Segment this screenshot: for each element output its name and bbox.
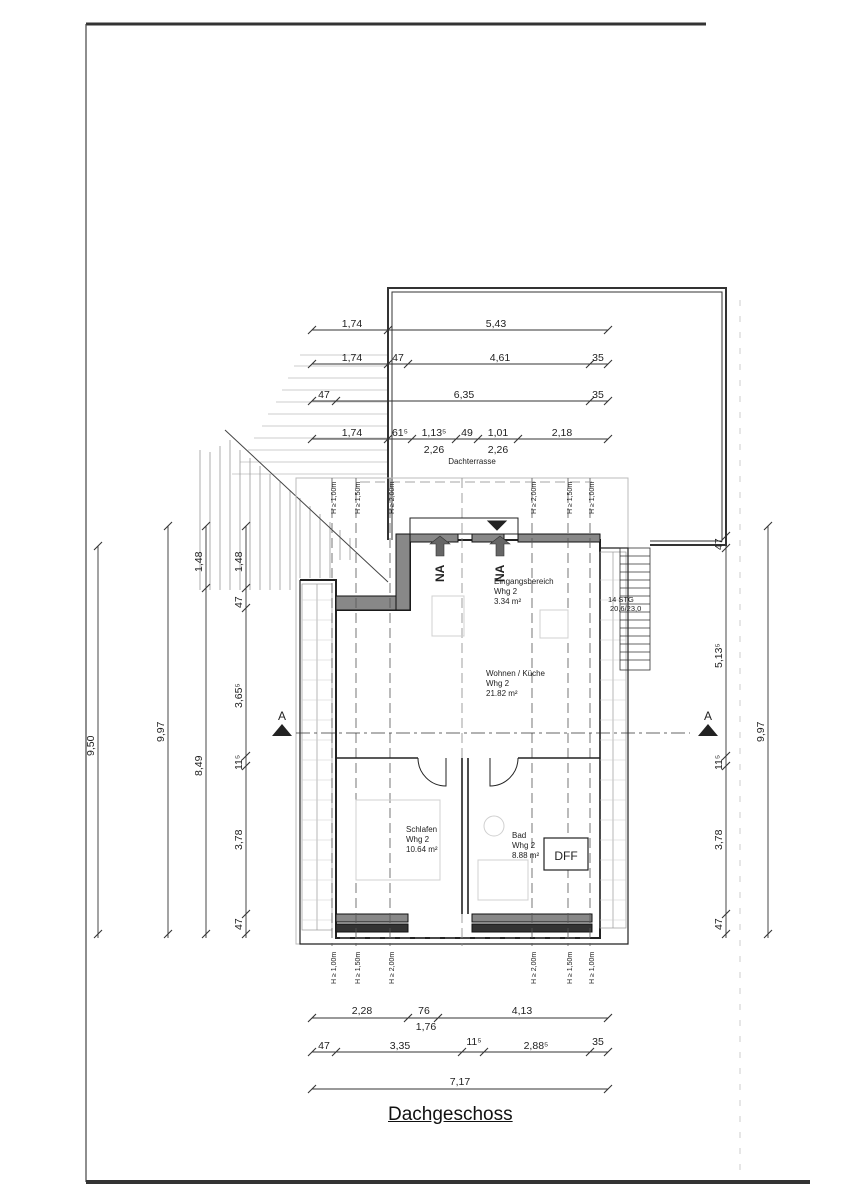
dim-left-a-1: 1,48 <box>193 551 205 572</box>
dff-box <box>543 837 589 871</box>
bottom-dimension-lines <box>312 1017 608 1090</box>
room-living-name: Wohnen / Küche <box>486 669 546 678</box>
stair-label-line2: 20,6/23,0 <box>610 604 641 613</box>
section-label-left: A <box>278 709 286 723</box>
room-living-unit: Whg 2 <box>486 679 510 688</box>
height-label-top-4: H ≥ 2,00m <box>531 482 538 514</box>
top-dimension-lines <box>312 329 608 440</box>
dim-bottom-r1-c: 4,13 <box>512 1005 533 1017</box>
dim-bottom-r1b-a: 1,76 <box>416 1021 437 1033</box>
dim-top-r3-c: 35 <box>592 389 604 401</box>
dim-top-r2-a: 1,74 <box>342 352 363 364</box>
top-dimension-ticks <box>307 325 613 444</box>
dim-top-r4-d: 49 <box>461 427 473 439</box>
dim-left-outer: 9,50 <box>85 735 97 756</box>
drawing-title: Dachgeschoss <box>388 1104 513 1125</box>
dim-top-r1-a: 1,74 <box>342 318 363 330</box>
roof-hatching <box>232 354 388 475</box>
room-entrance-area: 3.34 m² <box>494 597 521 606</box>
height-label-bottom-2: H ≥ 1,50m <box>355 952 362 984</box>
left-dimension-lines <box>97 526 247 938</box>
left-dimension-ticks <box>93 521 251 939</box>
dim-bottom-r2-e: 35 <box>592 1036 604 1048</box>
dim-top-r4-a: 1,74 <box>342 427 363 439</box>
na-label-right: NA <box>493 564 507 582</box>
room-bath-name: Bad <box>512 831 526 840</box>
dim-left-b-3: 3,65⁵ <box>233 683 245 708</box>
height-label-bottom-6: H ≥ 1,00m <box>589 952 596 984</box>
dff-label: DFF <box>554 849 577 863</box>
height-label-top-1: H ≥ 1,00m <box>331 482 338 514</box>
dim-left-b-1: 1,48 <box>233 551 245 572</box>
dim-right-1: 47 <box>713 538 725 550</box>
height-label-bottom-4: H ≥ 2,00m <box>531 952 538 984</box>
dim-top-r4b-b: 2,26 <box>488 444 509 456</box>
furniture-hints <box>355 595 569 901</box>
right-dimension-lines <box>725 526 769 938</box>
stair-label-line1: 14 STG <box>608 595 634 604</box>
height-label-top-5: H ≥ 1,50m <box>567 482 574 514</box>
dim-right-5: 47 <box>713 918 725 930</box>
terrace <box>387 287 727 546</box>
dim-bottom-r2-b: 3,35 <box>390 1040 411 1052</box>
dim-top-r4-f: 2,18 <box>552 427 573 439</box>
dim-left-a-2: 8,49 <box>193 755 205 776</box>
dim-bottom-r2-a: 47 <box>318 1040 330 1052</box>
section-line <box>272 724 718 736</box>
room-bedroom-unit: Whg 2 <box>406 835 430 844</box>
dim-top-r4-c: 1,13⁵ <box>422 427 447 439</box>
dim-left-b-4: 11⁵ <box>233 755 245 770</box>
dim-right-2: 5,13⁵ <box>713 643 725 668</box>
roof-hatching-vertical <box>199 429 389 590</box>
room-bedroom-area: 10.64 m² <box>406 845 438 854</box>
height-label-bottom-3: H ≥ 2,00m <box>389 952 396 984</box>
dim-top-r2-b: 47 <box>392 352 404 364</box>
dim-top-r2-d: 35 <box>592 352 604 364</box>
dim-top-r4b-a: 2,26 <box>424 444 445 456</box>
height-label-bottom-1: H ≥ 1,00m <box>331 952 338 984</box>
dim-bottom-r1-a: 2,28 <box>352 1005 373 1017</box>
dim-right-outer: 9,97 <box>755 721 767 742</box>
dim-bottom-r1-b: 76 <box>418 1005 430 1017</box>
height-label-top-3: H ≥ 2,00m <box>389 482 396 514</box>
dim-right-3: 11⁵ <box>713 755 725 770</box>
na-label-left: NA <box>433 564 447 582</box>
interior-walls <box>336 757 600 914</box>
dim-top-r1-b: 5,43 <box>486 318 507 330</box>
height-lines <box>331 478 592 946</box>
dim-left-b-5: 3,78 <box>233 829 245 850</box>
room-entrance-unit: Whg 2 <box>494 587 518 596</box>
terrace-label: Dachterrasse <box>448 457 496 466</box>
dim-top-r4-b: 61⁵ <box>392 427 408 439</box>
entrance-door <box>409 517 519 535</box>
dim-bottom-r2-c: 11⁵ <box>466 1036 481 1048</box>
dim-bottom-r2-d: 2,88⁵ <box>524 1040 549 1052</box>
dim-right-4: 3,78 <box>713 829 725 850</box>
bottom-dimension-ticks <box>307 1013 613 1094</box>
dim-top-r4-e: 1,01 <box>488 427 509 439</box>
room-bath-unit: Whg 2 <box>512 841 536 850</box>
dim-top-r3-b: 6,35 <box>454 389 475 401</box>
dim-left-mid: 9,97 <box>155 721 167 742</box>
height-label-top-6: H ≥ 1,00m <box>589 482 596 514</box>
room-entrance-name: Eingangsbereich <box>494 577 554 586</box>
height-label-bottom-5: H ≥ 1,50m <box>567 952 574 984</box>
dim-bottom-r3-a: 7,17 <box>450 1076 471 1088</box>
exterior-stair <box>619 547 651 671</box>
height-label-top-2: H ≥ 1,50m <box>355 482 362 514</box>
dim-left-b-6: 47 <box>233 918 245 930</box>
dim-left-b-2: 47 <box>233 596 245 608</box>
section-label-right: A <box>704 709 712 723</box>
dim-top-r3-a: 47 <box>318 389 330 401</box>
room-bedroom-name: Schlafen <box>406 825 437 834</box>
room-living-area: 21.82 m² <box>486 689 518 698</box>
right-dimension-ticks <box>721 521 773 939</box>
na-arrows <box>429 535 511 557</box>
dim-top-r2-c: 4,61 <box>490 352 511 364</box>
room-bath-area: 8.88 m² <box>512 851 539 860</box>
